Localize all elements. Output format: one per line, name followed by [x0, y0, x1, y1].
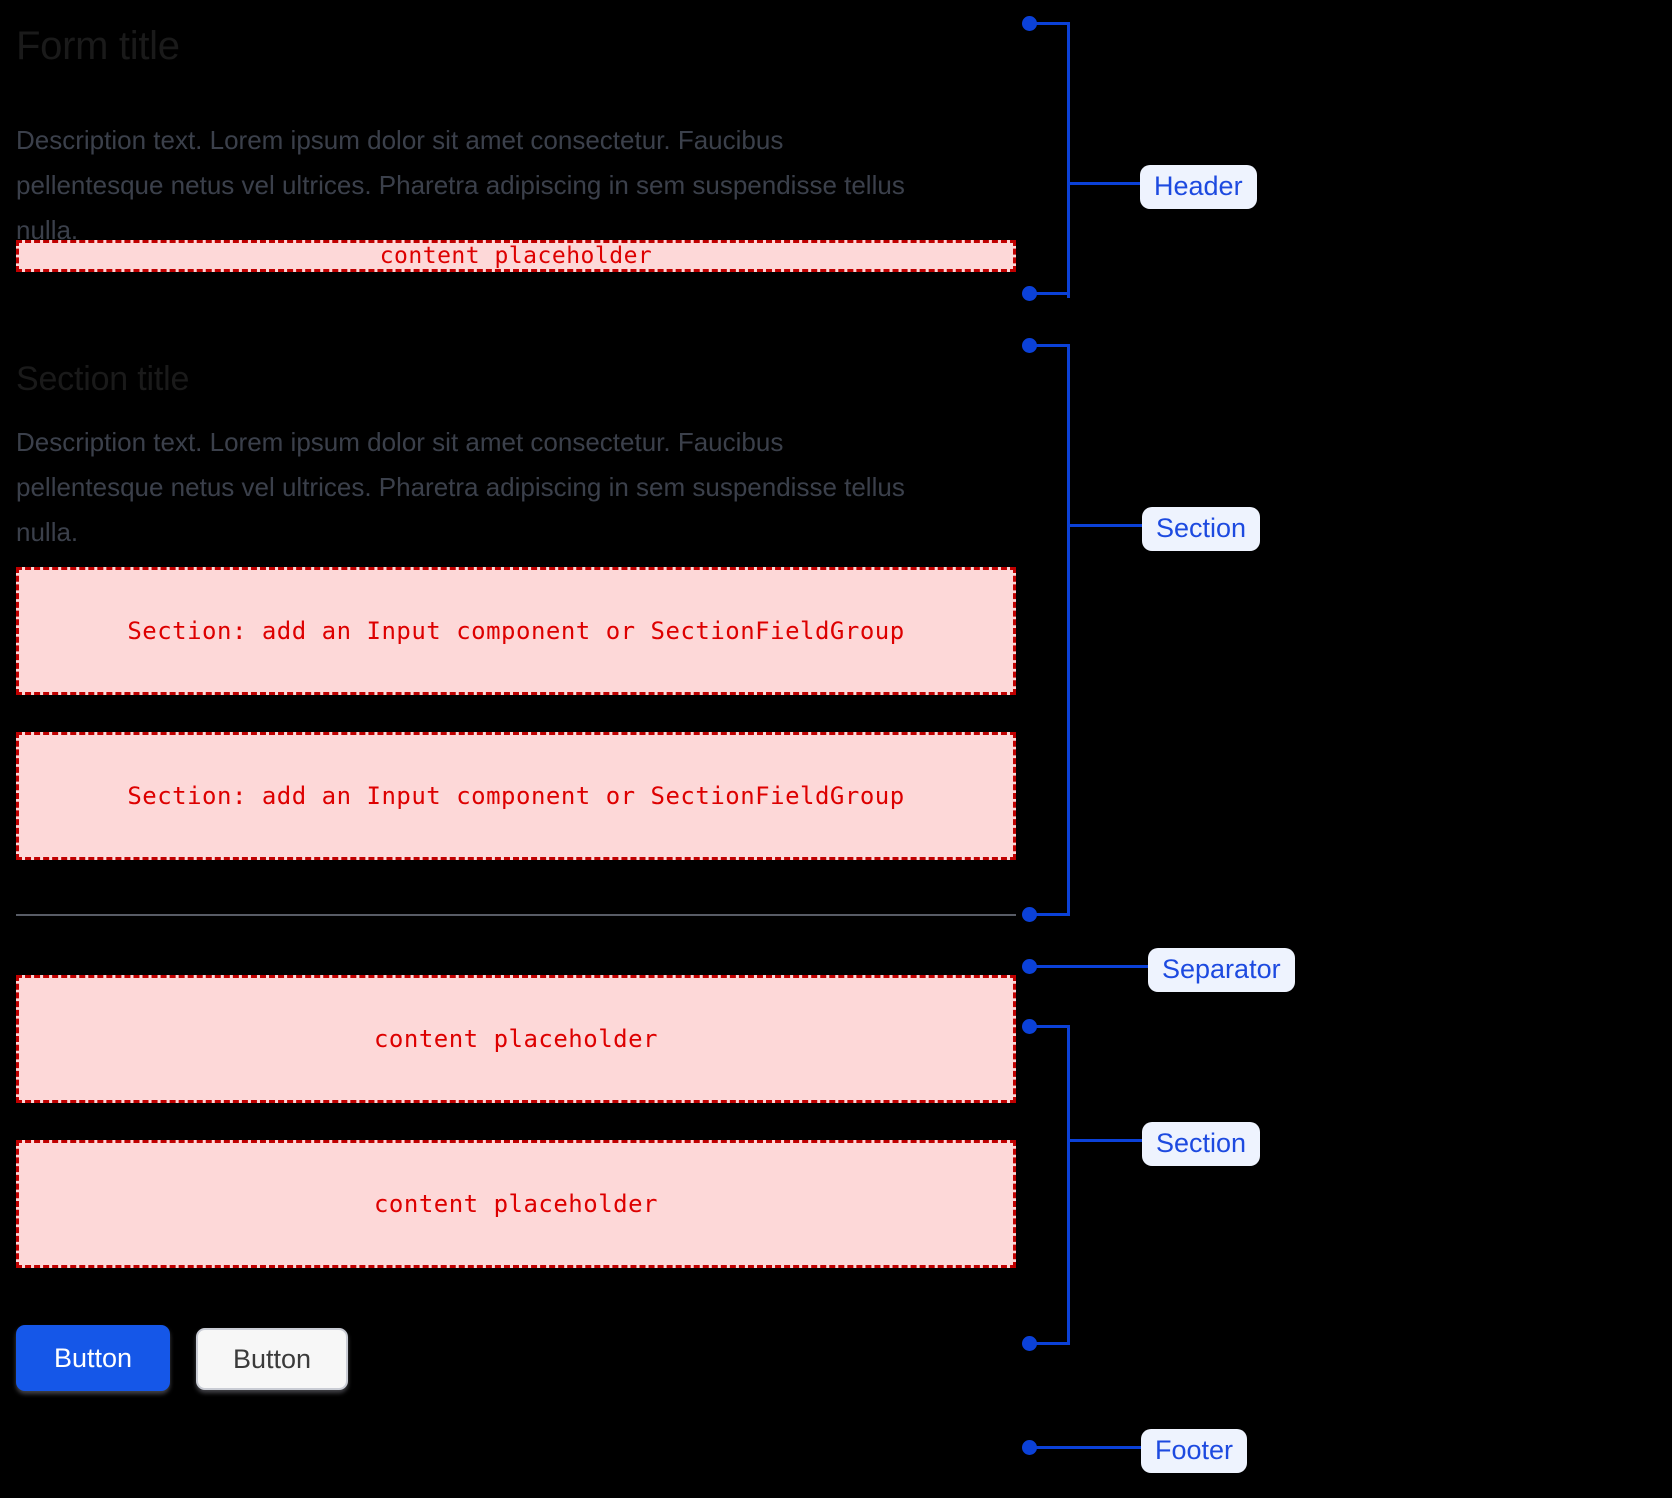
section-title: Section title	[16, 360, 190, 399]
section-field-placeholder-1[interactable]: Section: add an Input component or Secti…	[16, 567, 1016, 695]
section-two-bracket-top-arm	[1030, 1025, 1070, 1028]
primary-button[interactable]: Button	[16, 1325, 170, 1391]
section-one-bracket-top-arm	[1030, 344, 1070, 347]
separator-line	[16, 914, 1016, 916]
section-content-placeholder-1[interactable]: content placeholder	[16, 975, 1016, 1103]
form-title: Form title	[16, 24, 180, 68]
form-description: Description text. Lorem ipsum dolor sit …	[16, 125, 905, 245]
annotation-tag-section-one[interactable]: Section	[1142, 507, 1261, 551]
secondary-button[interactable]: Button	[196, 1328, 348, 1390]
footer-annotation-line	[1030, 1446, 1148, 1449]
footer-annotation-dot	[1022, 1440, 1037, 1455]
section-two-bracket-dot-top	[1022, 1019, 1037, 1034]
section-two-bracket-spine	[1067, 1025, 1070, 1345]
header-bracket-top-arm	[1030, 22, 1070, 25]
section-one-bracket-dot-bottom	[1022, 907, 1037, 922]
section-two-bracket-stem	[1067, 1139, 1143, 1142]
section-one-bracket-stem	[1067, 524, 1143, 527]
header-content-placeholder[interactable]: content placeholder	[16, 240, 1016, 272]
header-bracket-dot-bottom	[1022, 286, 1037, 301]
annotation-tag-separator[interactable]: Separator	[1148, 948, 1295, 992]
annotation-tag-header[interactable]: Header	[1140, 165, 1257, 209]
separator-annotation-line	[1030, 965, 1155, 968]
header-bracket-stem	[1067, 182, 1142, 185]
section-description: Description text. Lorem ipsum dolor sit …	[16, 427, 905, 547]
section-one-bracket-dot-top	[1022, 338, 1037, 353]
annotation-tag-footer[interactable]: Footer	[1141, 1429, 1248, 1473]
header-bracket-spine	[1067, 22, 1070, 298]
header-bracket-dot-top	[1022, 16, 1037, 31]
section-content-placeholder-2[interactable]: content placeholder	[16, 1140, 1016, 1268]
section-field-placeholder-2[interactable]: Section: add an Input component or Secti…	[16, 732, 1016, 860]
annotation-tag-section-two[interactable]: Section	[1142, 1122, 1261, 1166]
section-one-bracket-spine	[1067, 344, 1070, 916]
header-bracket-bottom-arm	[1030, 292, 1070, 295]
section-two-bracket-bottom-arm	[1030, 1342, 1070, 1345]
footer-actions: Button Button	[16, 1325, 348, 1391]
separator-annotation-dot	[1022, 959, 1037, 974]
section-one-bracket-bottom-arm	[1030, 913, 1070, 916]
section-two-bracket-dot-bottom	[1022, 1336, 1037, 1351]
